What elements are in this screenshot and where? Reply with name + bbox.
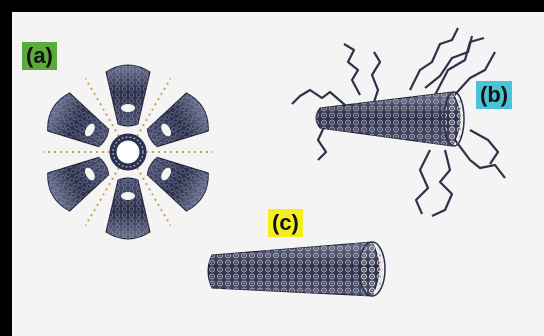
central-ring <box>113 137 143 167</box>
panel-label-a: (a) <box>22 42 57 70</box>
functionalized-nanotube-b <box>292 28 505 216</box>
panel-label-c: (c) <box>268 209 303 237</box>
nanotube-bundle-a <box>42 65 215 239</box>
nanotube-c <box>208 242 385 296</box>
panel-label-b: (b) <box>476 81 512 109</box>
